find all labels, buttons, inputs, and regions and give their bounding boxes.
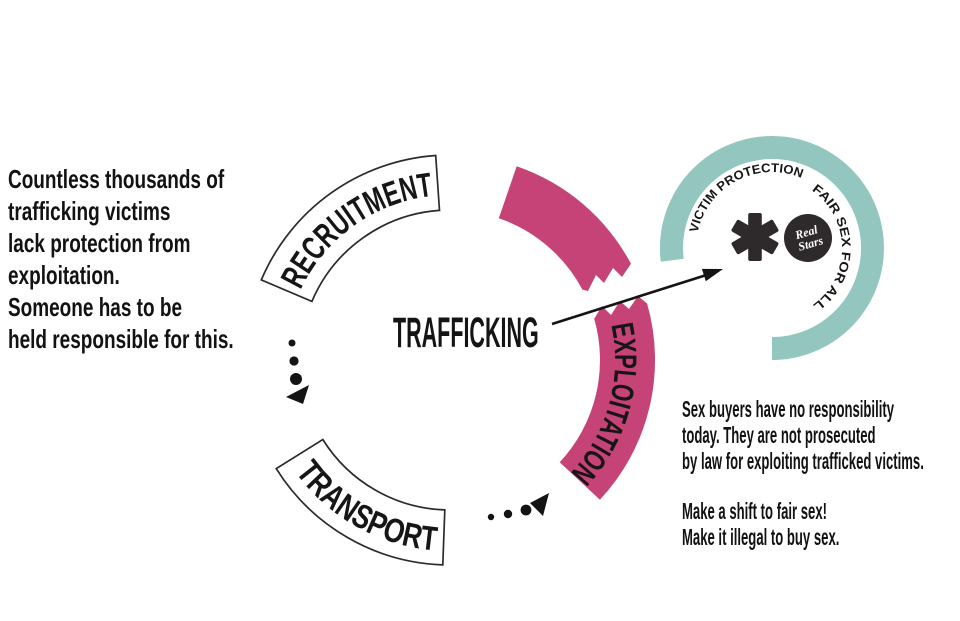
logo-text-stars: Stars (796, 233, 825, 254)
logo-text-real: Real (793, 222, 820, 242)
outro-line: Make a shift to fair sex! (682, 498, 827, 524)
recruitment-arc (260, 154, 441, 303)
transport-arc (275, 438, 446, 566)
outro-paragraph-1: Sex buyers have no responsibility today.… (682, 396, 960, 474)
trafficking-title: TRAFFICKING (393, 309, 539, 357)
outro-line: Make it illegal to buy sex. (682, 524, 840, 550)
flow-arrow (551, 268, 723, 326)
dotted-arrow-left (286, 339, 309, 404)
intro-line: trafficking victims (8, 196, 171, 226)
intro-line: lack protection from (8, 228, 191, 258)
outro-text: Sex buyers have no responsibility today.… (682, 396, 960, 550)
intro-line: Countless thousands of (8, 164, 225, 194)
outro-line: by law for exploiting trafficked victims… (682, 448, 924, 474)
dotted-arrow-bottom (487, 493, 549, 521)
exploitation-arc-upper (498, 166, 631, 291)
intro-line: exploitation. (8, 260, 120, 290)
asterisk-icon (731, 213, 779, 261)
intro-text: Countless thousands of trafficking victi… (8, 163, 317, 355)
outro-paragraph-2: Make a shift to fair sex! Make it illega… (682, 498, 960, 550)
outro-line: Sex buyers have no responsibility (682, 396, 895, 422)
intro-line: held responsible for this. (8, 324, 234, 354)
exploitation-arc-lower (559, 296, 656, 500)
intro-line: Someone has to be (8, 292, 183, 322)
outro-line: today. They are not prosecuted (682, 422, 876, 448)
realstars-logo: Real Stars (784, 214, 832, 262)
